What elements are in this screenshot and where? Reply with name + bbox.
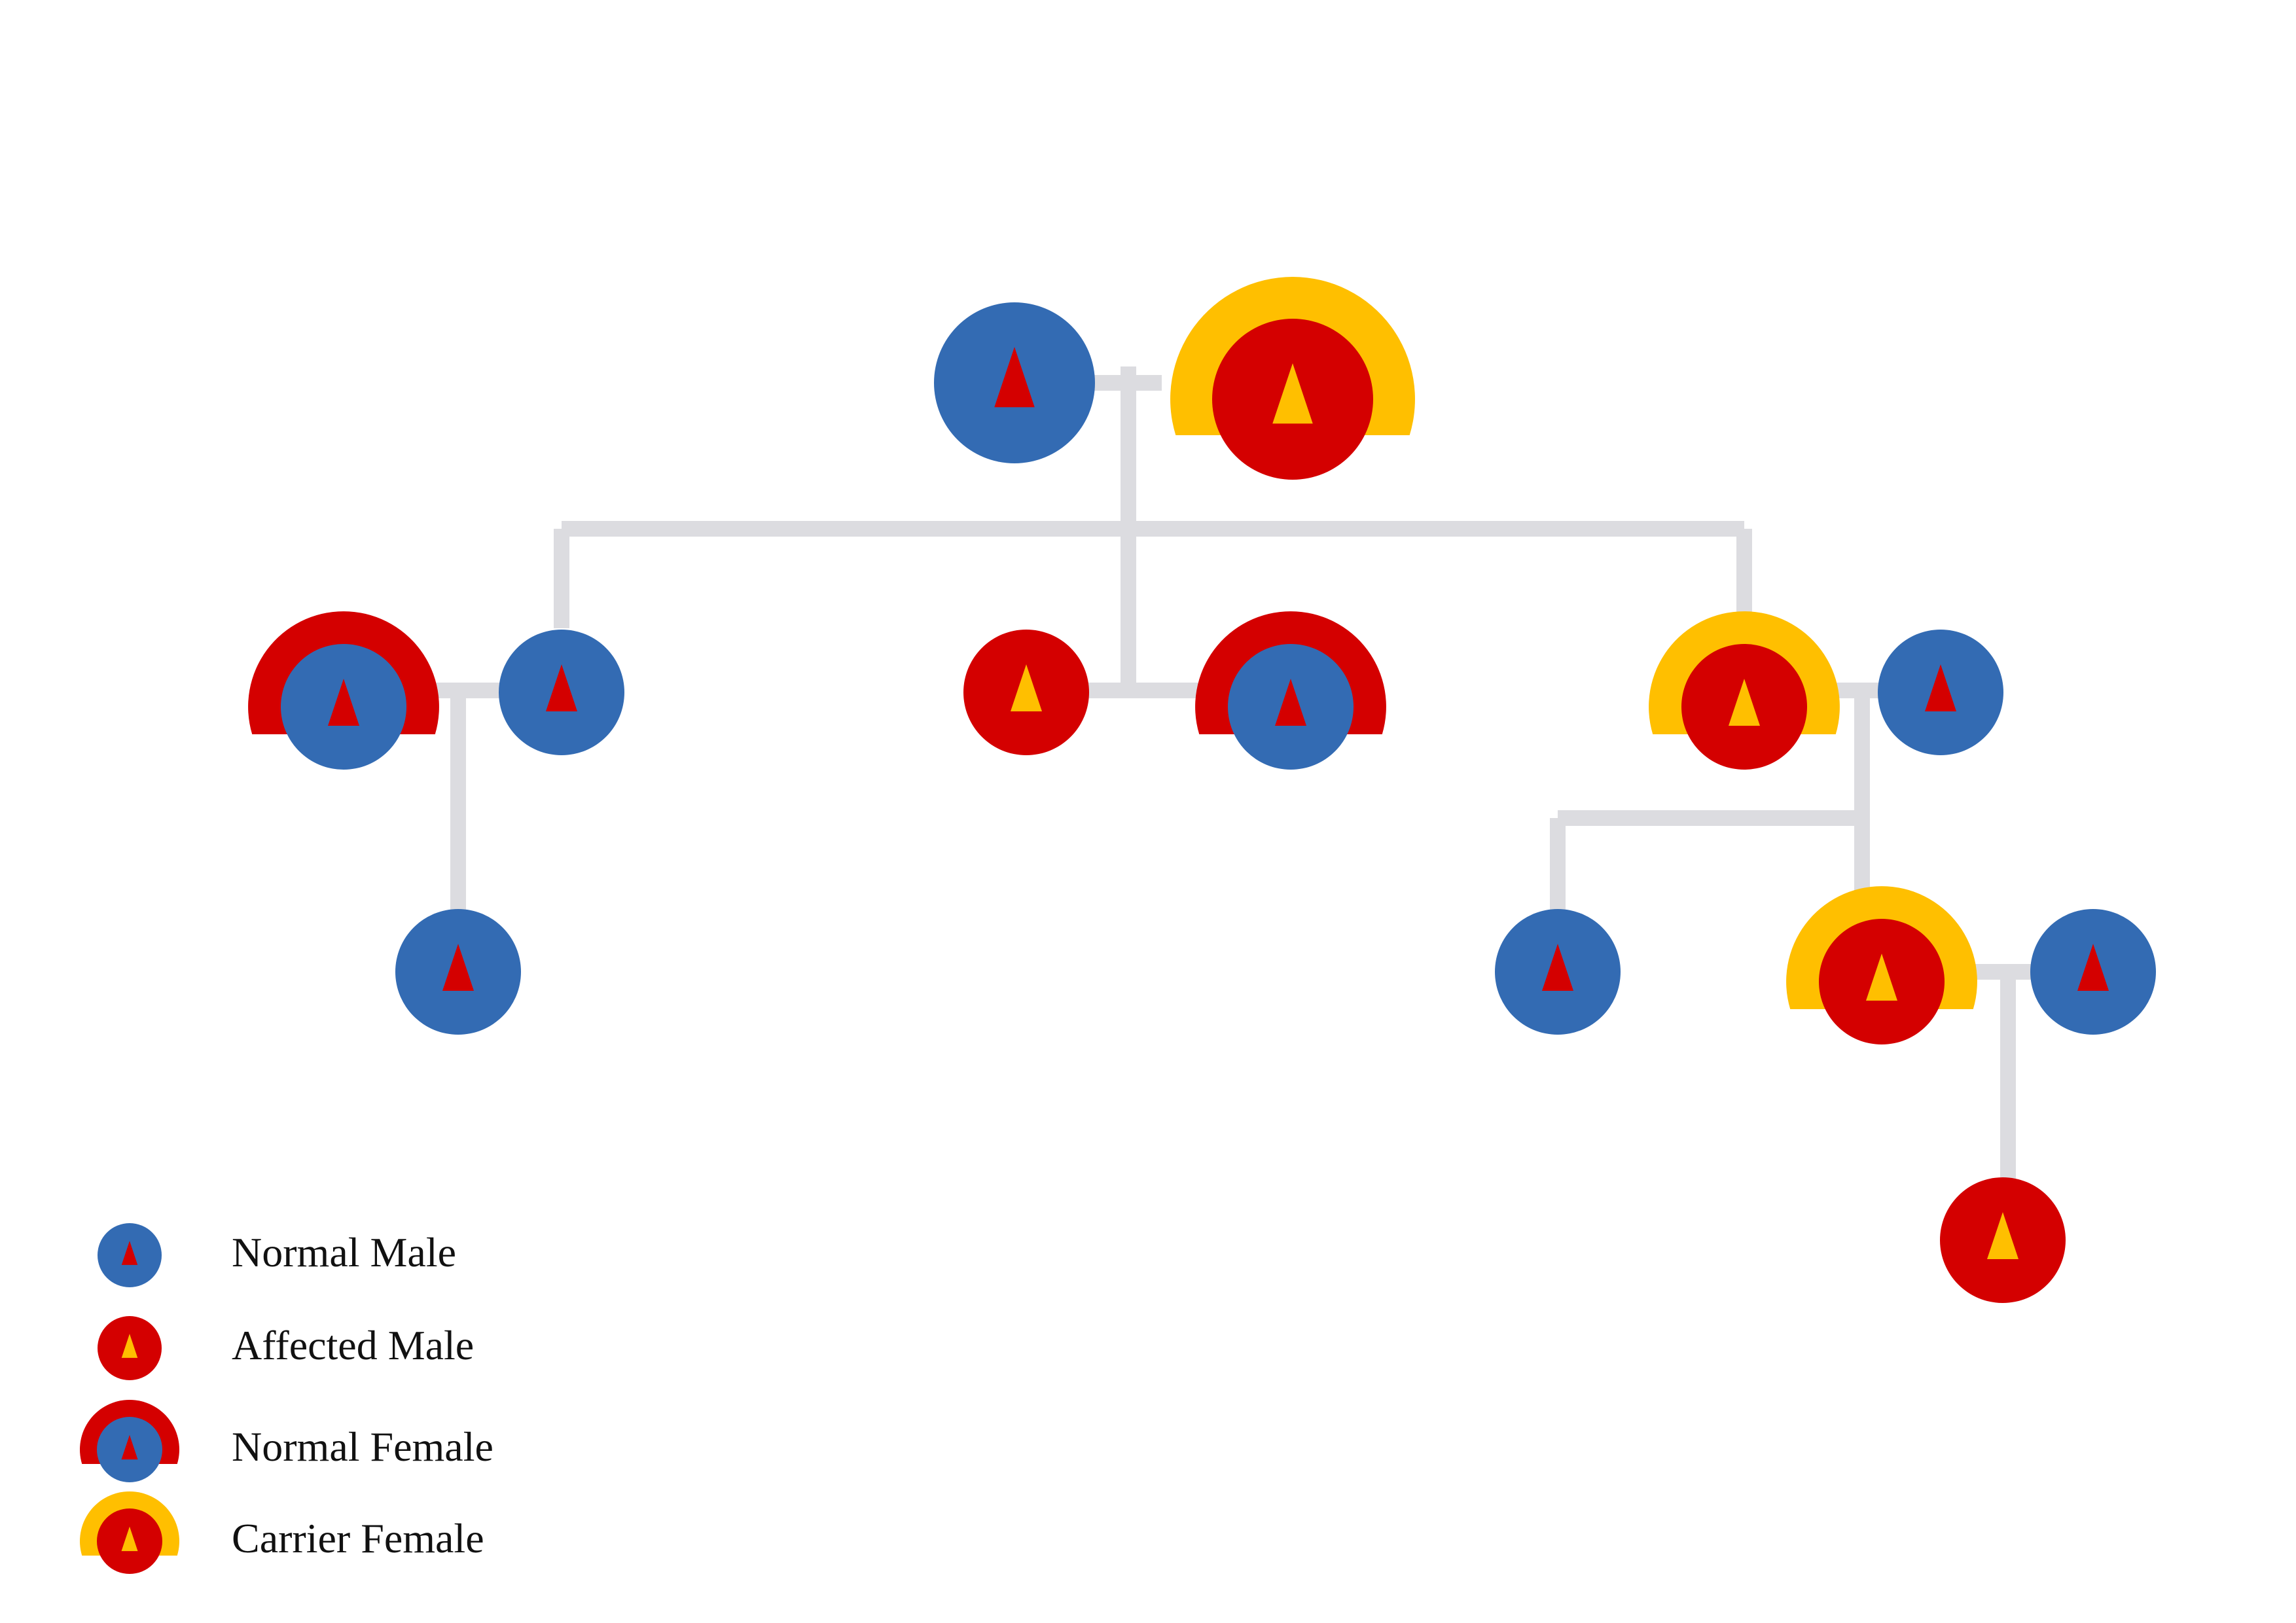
triangle-marker-icon xyxy=(1925,664,1956,712)
triangle-marker-icon xyxy=(1011,664,1042,712)
legend-label-carrier-female: Carrier Female xyxy=(232,1515,484,1561)
triangle-marker-icon xyxy=(442,944,474,991)
individual-affected-male xyxy=(1940,1177,2066,1303)
legend-symbol-affected-male xyxy=(98,1316,162,1380)
individual-carrier-female xyxy=(1170,277,1415,480)
triangle-marker-icon xyxy=(121,1435,138,1460)
individual-normal-male xyxy=(499,630,624,755)
individual-normal-male xyxy=(934,302,1095,463)
individual-normal-male xyxy=(395,909,521,1035)
triangle-marker-icon xyxy=(994,347,1035,408)
legend-label-normal-male: Normal Male xyxy=(232,1229,456,1275)
legend-symbol-normal-female xyxy=(79,1400,180,1482)
individual-affected-male xyxy=(963,630,1089,755)
individual-carrier-female xyxy=(1649,611,1840,770)
triangle-marker-icon xyxy=(546,664,577,712)
triangle-marker-icon xyxy=(121,1526,138,1552)
legend-symbol-normal-male xyxy=(98,1223,162,1287)
triangle-marker-icon xyxy=(328,679,359,726)
triangle-marker-icon xyxy=(1542,944,1573,991)
individual-normal-female xyxy=(248,611,439,770)
triangle-marker-icon xyxy=(2077,944,2109,991)
legend-symbols xyxy=(79,1223,180,1574)
legend-symbol-carrier-female xyxy=(79,1491,180,1574)
triangle-marker-icon xyxy=(1275,679,1306,726)
legend-label-normal-female: Normal Female xyxy=(232,1423,493,1470)
individual-normal-male xyxy=(1495,909,1621,1035)
legend-label-affected-male: Affected Male xyxy=(232,1322,475,1368)
triangle-marker-icon xyxy=(121,1241,138,1265)
individual-normal-male xyxy=(1878,630,2003,755)
triangle-marker-icon xyxy=(1272,363,1313,424)
triangle-marker-icon xyxy=(121,1334,138,1358)
triangle-marker-icon xyxy=(1729,679,1760,726)
pedigree-individuals xyxy=(248,277,2156,1303)
individual-normal-male xyxy=(2030,909,2156,1035)
pedigree-connectors xyxy=(432,366,2042,1185)
triangle-marker-icon xyxy=(1866,954,1897,1001)
triangle-marker-icon xyxy=(1987,1212,2018,1260)
individual-normal-female xyxy=(1195,611,1386,770)
individual-carrier-female xyxy=(1786,886,1977,1044)
